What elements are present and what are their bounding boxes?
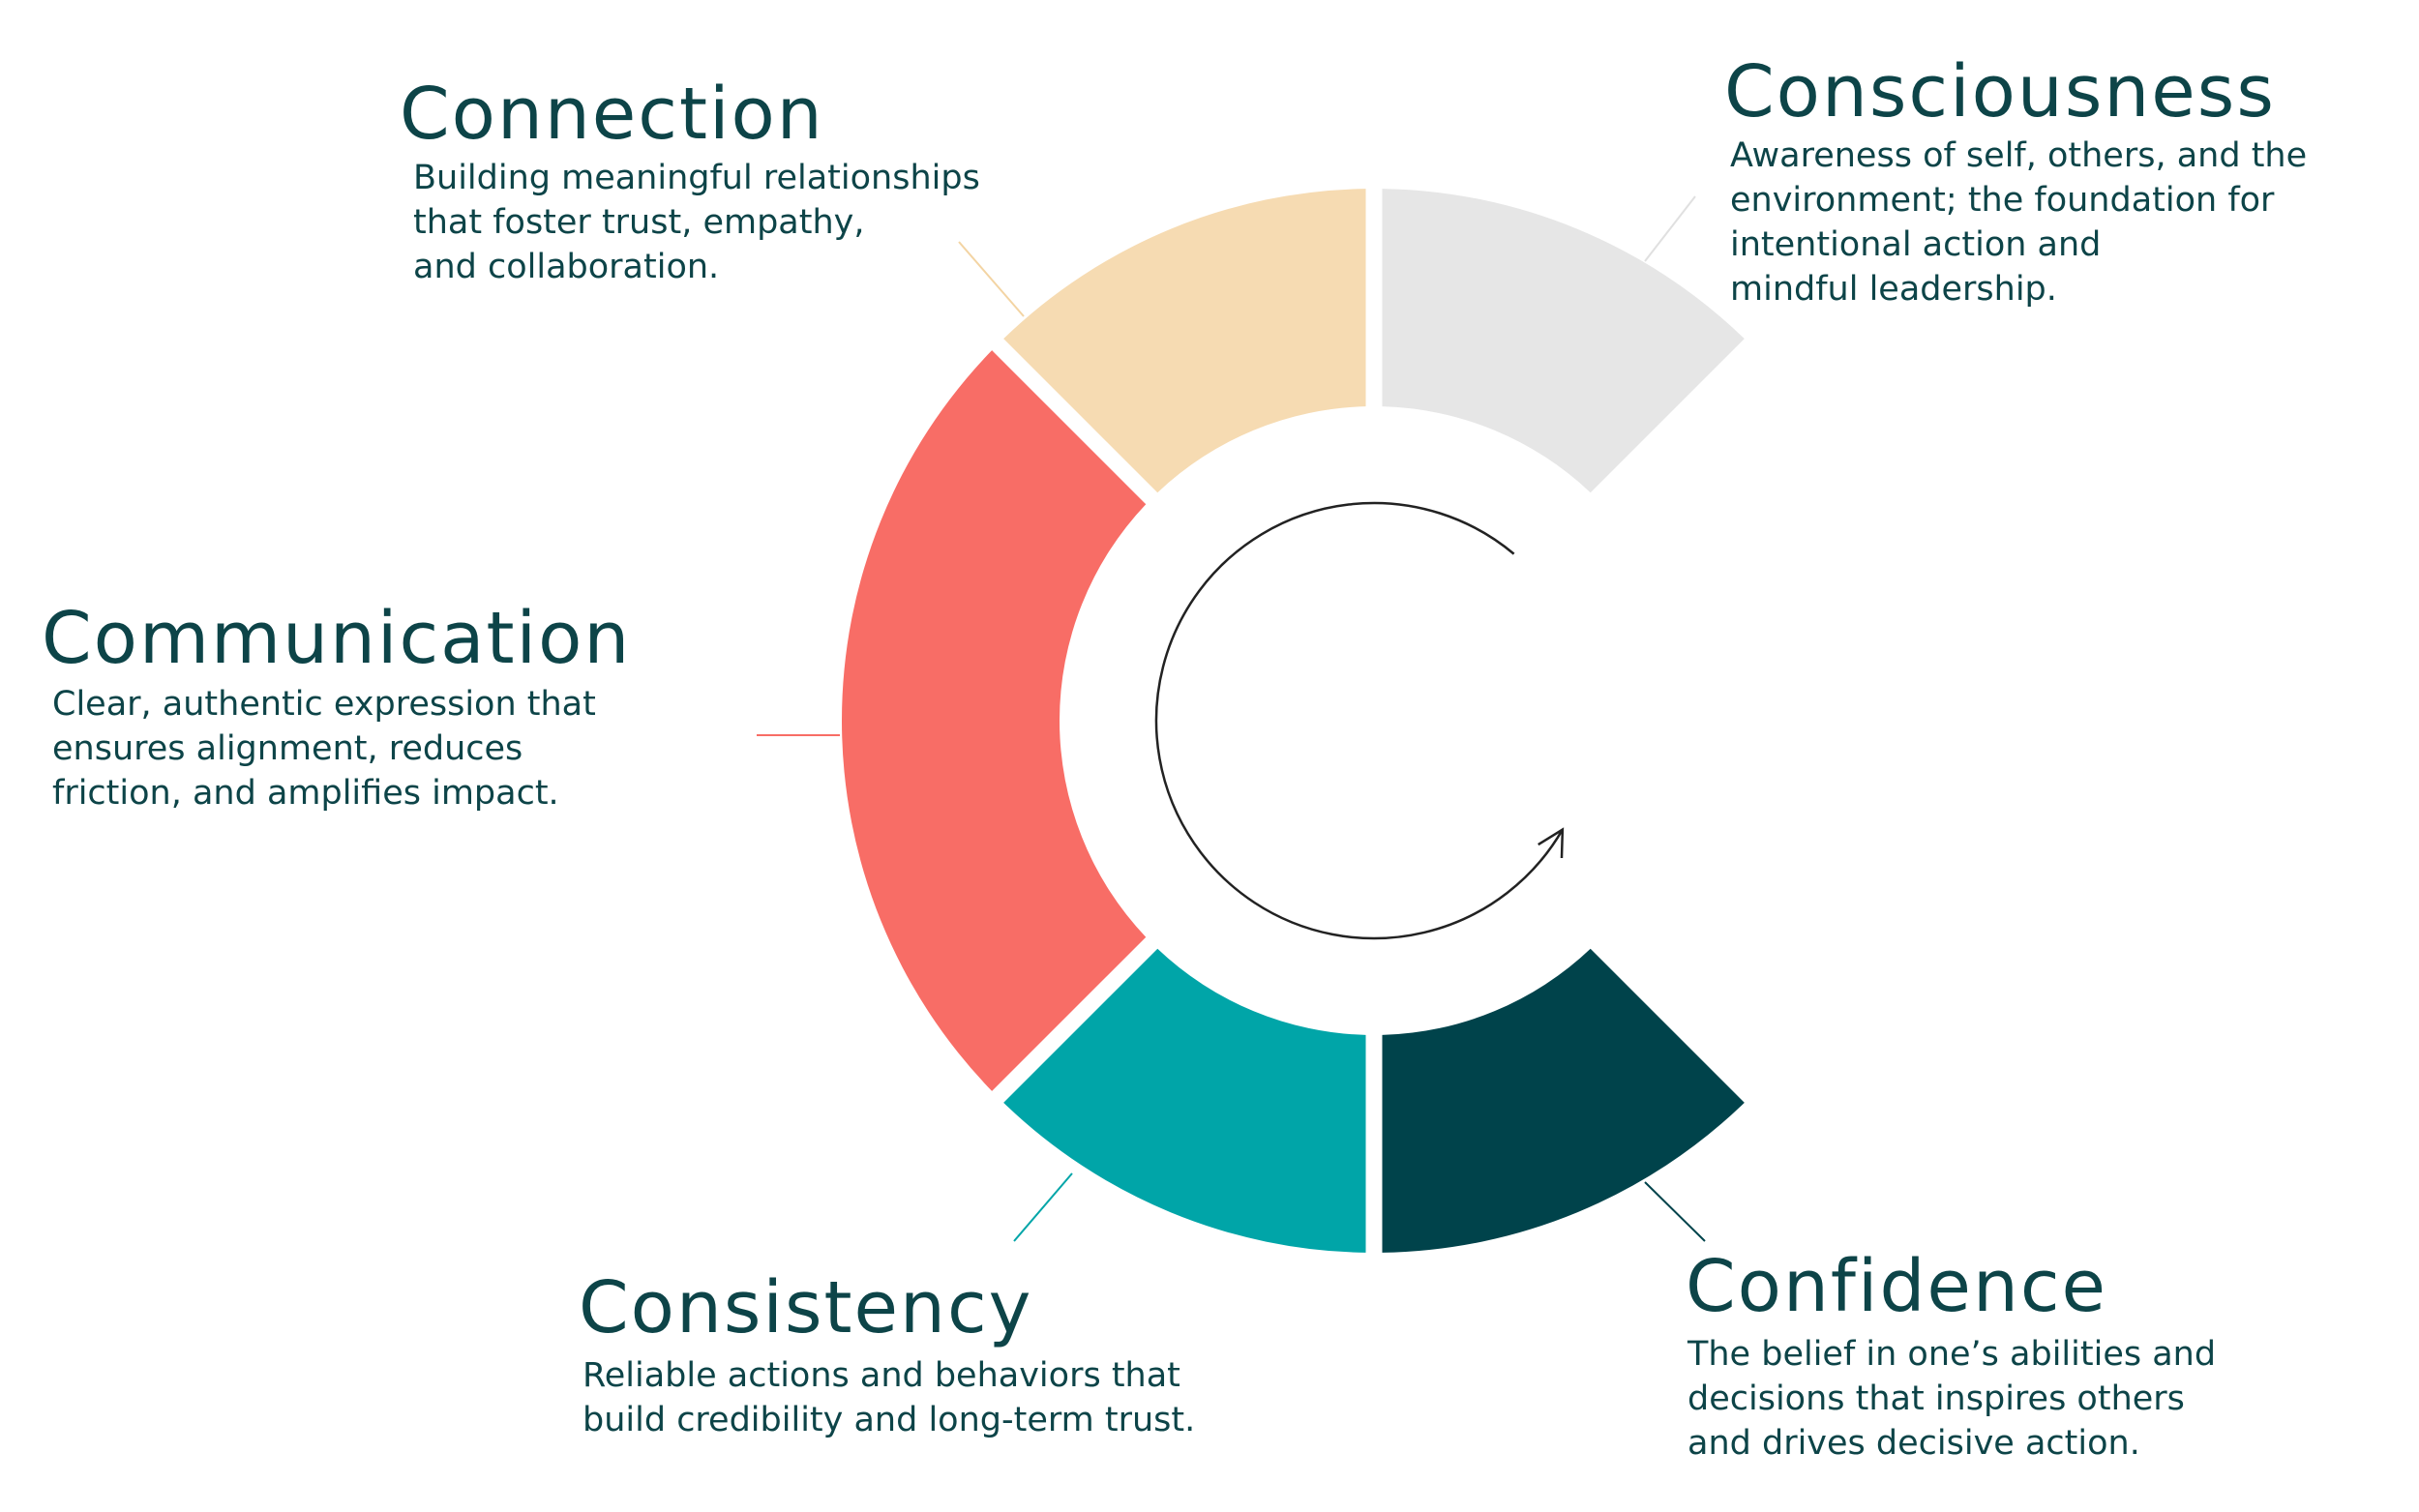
connection-label: Connection Building meaningful relations… [400,73,1135,289]
communication-description: Clear, authentic expression that ensures… [52,685,596,814]
leader-line-connection [958,241,1025,317]
segment-consistency [1003,948,1366,1253]
consciousness-title: Consciousness [1724,50,2276,133]
connection-title: Connection [400,73,824,156]
segment-confidence [1382,948,1745,1253]
segment-consciousness [1382,189,1745,493]
cycle-arrow-arc [1154,501,1564,940]
confidence-title: Confidence [1686,1245,2108,1328]
leader-lines [757,195,1706,1242]
communication-label: Communication Clear, authentic expressio… [42,597,777,815]
ring-segments [841,189,1745,1253]
cycle-arrow-icon [1154,501,1565,940]
communication-title: Communication [42,597,632,680]
connection-description: Building meaningful relationships that f… [413,159,980,287]
leader-line-confidence [1644,1181,1706,1242]
consistency-description: Reliable actions and behaviors that buil… [582,1356,1196,1440]
leader-line-consciousness [1644,195,1696,262]
confidence-label: Confidence The belief in one’s abilities… [1686,1245,2402,1466]
consciousness-label: Consciousness Awareness of self, others,… [1724,50,2402,311]
segment-communication [841,350,1147,1091]
leader-line-consistency [1013,1172,1073,1242]
cycle-arrow-head [1538,827,1565,859]
confidence-description: The belief in one’s abilities and decisi… [1687,1335,2217,1464]
segment-connection [1003,189,1366,493]
consistency-label: Consistency Reliable actions and behavio… [579,1266,1411,1442]
consciousness-description: Awareness of self, others, and the envir… [1730,136,2308,310]
consistency-title: Consistency [579,1266,1033,1349]
